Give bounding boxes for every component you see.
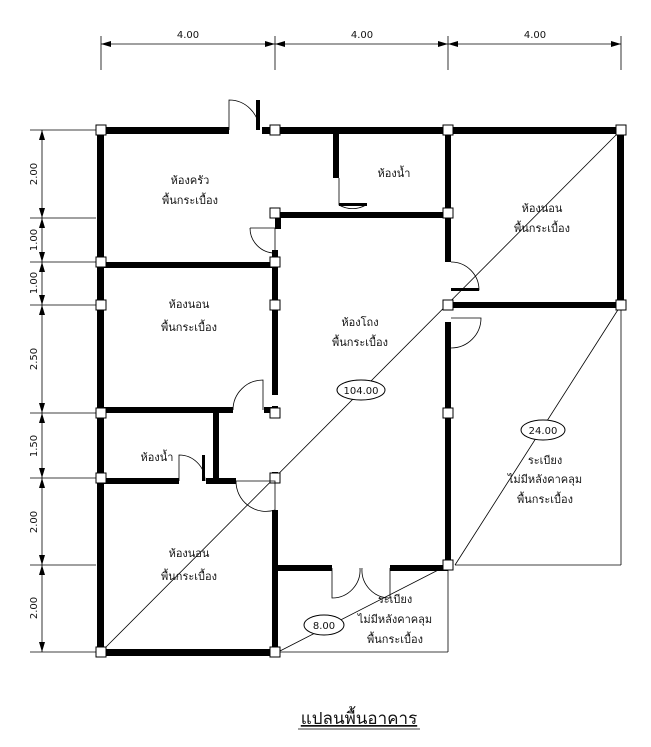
plan-title: แปลนพื้นอาคาร [301,706,417,729]
dim-left-6: 2.00 [29,511,40,533]
columns [95,124,627,658]
porch-bottom-roof: ไม่มีหลังคาคลุม [357,613,432,626]
hall-name: ห้องโถง [341,315,378,329]
bath-left-name: ห้องน้ำ [141,449,174,464]
dim-top-1: 4.00 [177,30,199,41]
porch-right-roof: ไม่มีหลังคาคลุม [507,473,582,486]
kitchen-floor: พื้นกระเบื้อง [162,192,218,207]
dim-left-4: 2.50 [29,348,40,370]
porch-right-name: ระเบียง [528,454,562,467]
bed-tr-name: ห้องนอน [522,202,563,215]
bed-ml-name: ห้องนอน [169,298,210,311]
dim-left-5: 1.50 [29,435,40,457]
top-dimension-chain: 4.00 4.00 4.00 [100,30,622,70]
bed-ml-floor: พื้นกระเบื้อง [161,319,217,334]
porch-right-floor: พื้นกระเบื้อง [517,491,573,506]
area-main: 104.00 [344,386,379,397]
hall-floor: พื้นกระเบื้อง [332,334,388,349]
area-porch-bottom-ellipse [303,614,345,636]
kitchen-name: ห้องครัว [171,174,210,187]
area-callouts: 104.00 24.00 8.00 [303,379,566,636]
area-porch-right: 24.00 [529,426,558,437]
dim-left-1: 2.00 [29,163,40,185]
room-labels: ห้องครัว พื้นกระเบื้อง ห้องน้ำ ห้องนอน พ… [141,165,583,646]
bed-bl-name: ห้องนอน [169,547,210,560]
area-porch-bottom: 8.00 [313,621,335,632]
area-main-ellipse [336,379,386,401]
bath-top-name: ห้องน้ำ [378,165,411,180]
walls [97,127,624,656]
dim-left-3: 1.00 [29,272,40,294]
porch-bottom-floor: พื้นกระเบื้อง [367,631,423,646]
bed-bl-floor: พื้นกระเบื้อง [161,568,217,583]
bed-tr-floor: พื้นกระเบื้อง [514,220,570,235]
dim-top-3: 4.00 [524,30,546,41]
dim-top-2: 4.00 [351,30,373,41]
dim-left-2: 1.00 [29,229,40,251]
area-porch-right-ellipse [520,419,566,441]
doors [178,99,482,599]
dim-left-7: 2.00 [29,597,40,619]
left-dimension-chain: 2.00 1.00 1.00 2.50 1.50 2.00 2.00 [29,129,96,653]
porch-bottom-name: ระเบียง [378,593,412,606]
